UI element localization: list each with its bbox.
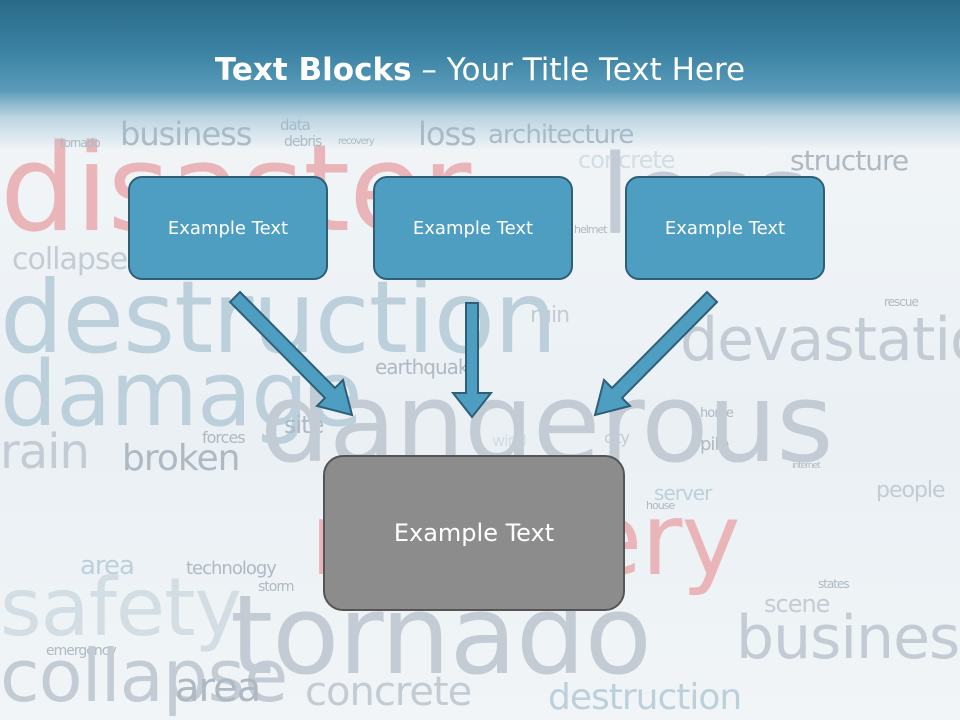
arrow-middle-to-bottom	[450, 302, 494, 419]
text-block-left-label: Example Text	[167, 217, 289, 239]
text-block-middle[interactable]: Example Text	[373, 176, 573, 280]
arrow-right-to-bottom	[593, 290, 719, 417]
text-block-bottom-label: Example Text	[393, 519, 555, 547]
text-block-bottom[interactable]: Example Text	[323, 455, 625, 611]
text-block-right[interactable]: Example Text	[625, 176, 825, 280]
title-bar: Text Blocks – Your Title Text Here	[0, 0, 960, 150]
slide-title: Text Blocks – Your Title Text Here	[0, 52, 960, 88]
title-rest-part: Your Title Text Here	[446, 52, 746, 88]
arrow-left-to-bottom	[228, 290, 354, 417]
title-bold-part: Text Blocks	[214, 52, 412, 88]
title-dash: –	[411, 52, 447, 88]
text-block-middle-label: Example Text	[412, 217, 534, 239]
text-block-right-label: Example Text	[664, 217, 786, 239]
text-block-left[interactable]: Example Text	[128, 176, 328, 280]
